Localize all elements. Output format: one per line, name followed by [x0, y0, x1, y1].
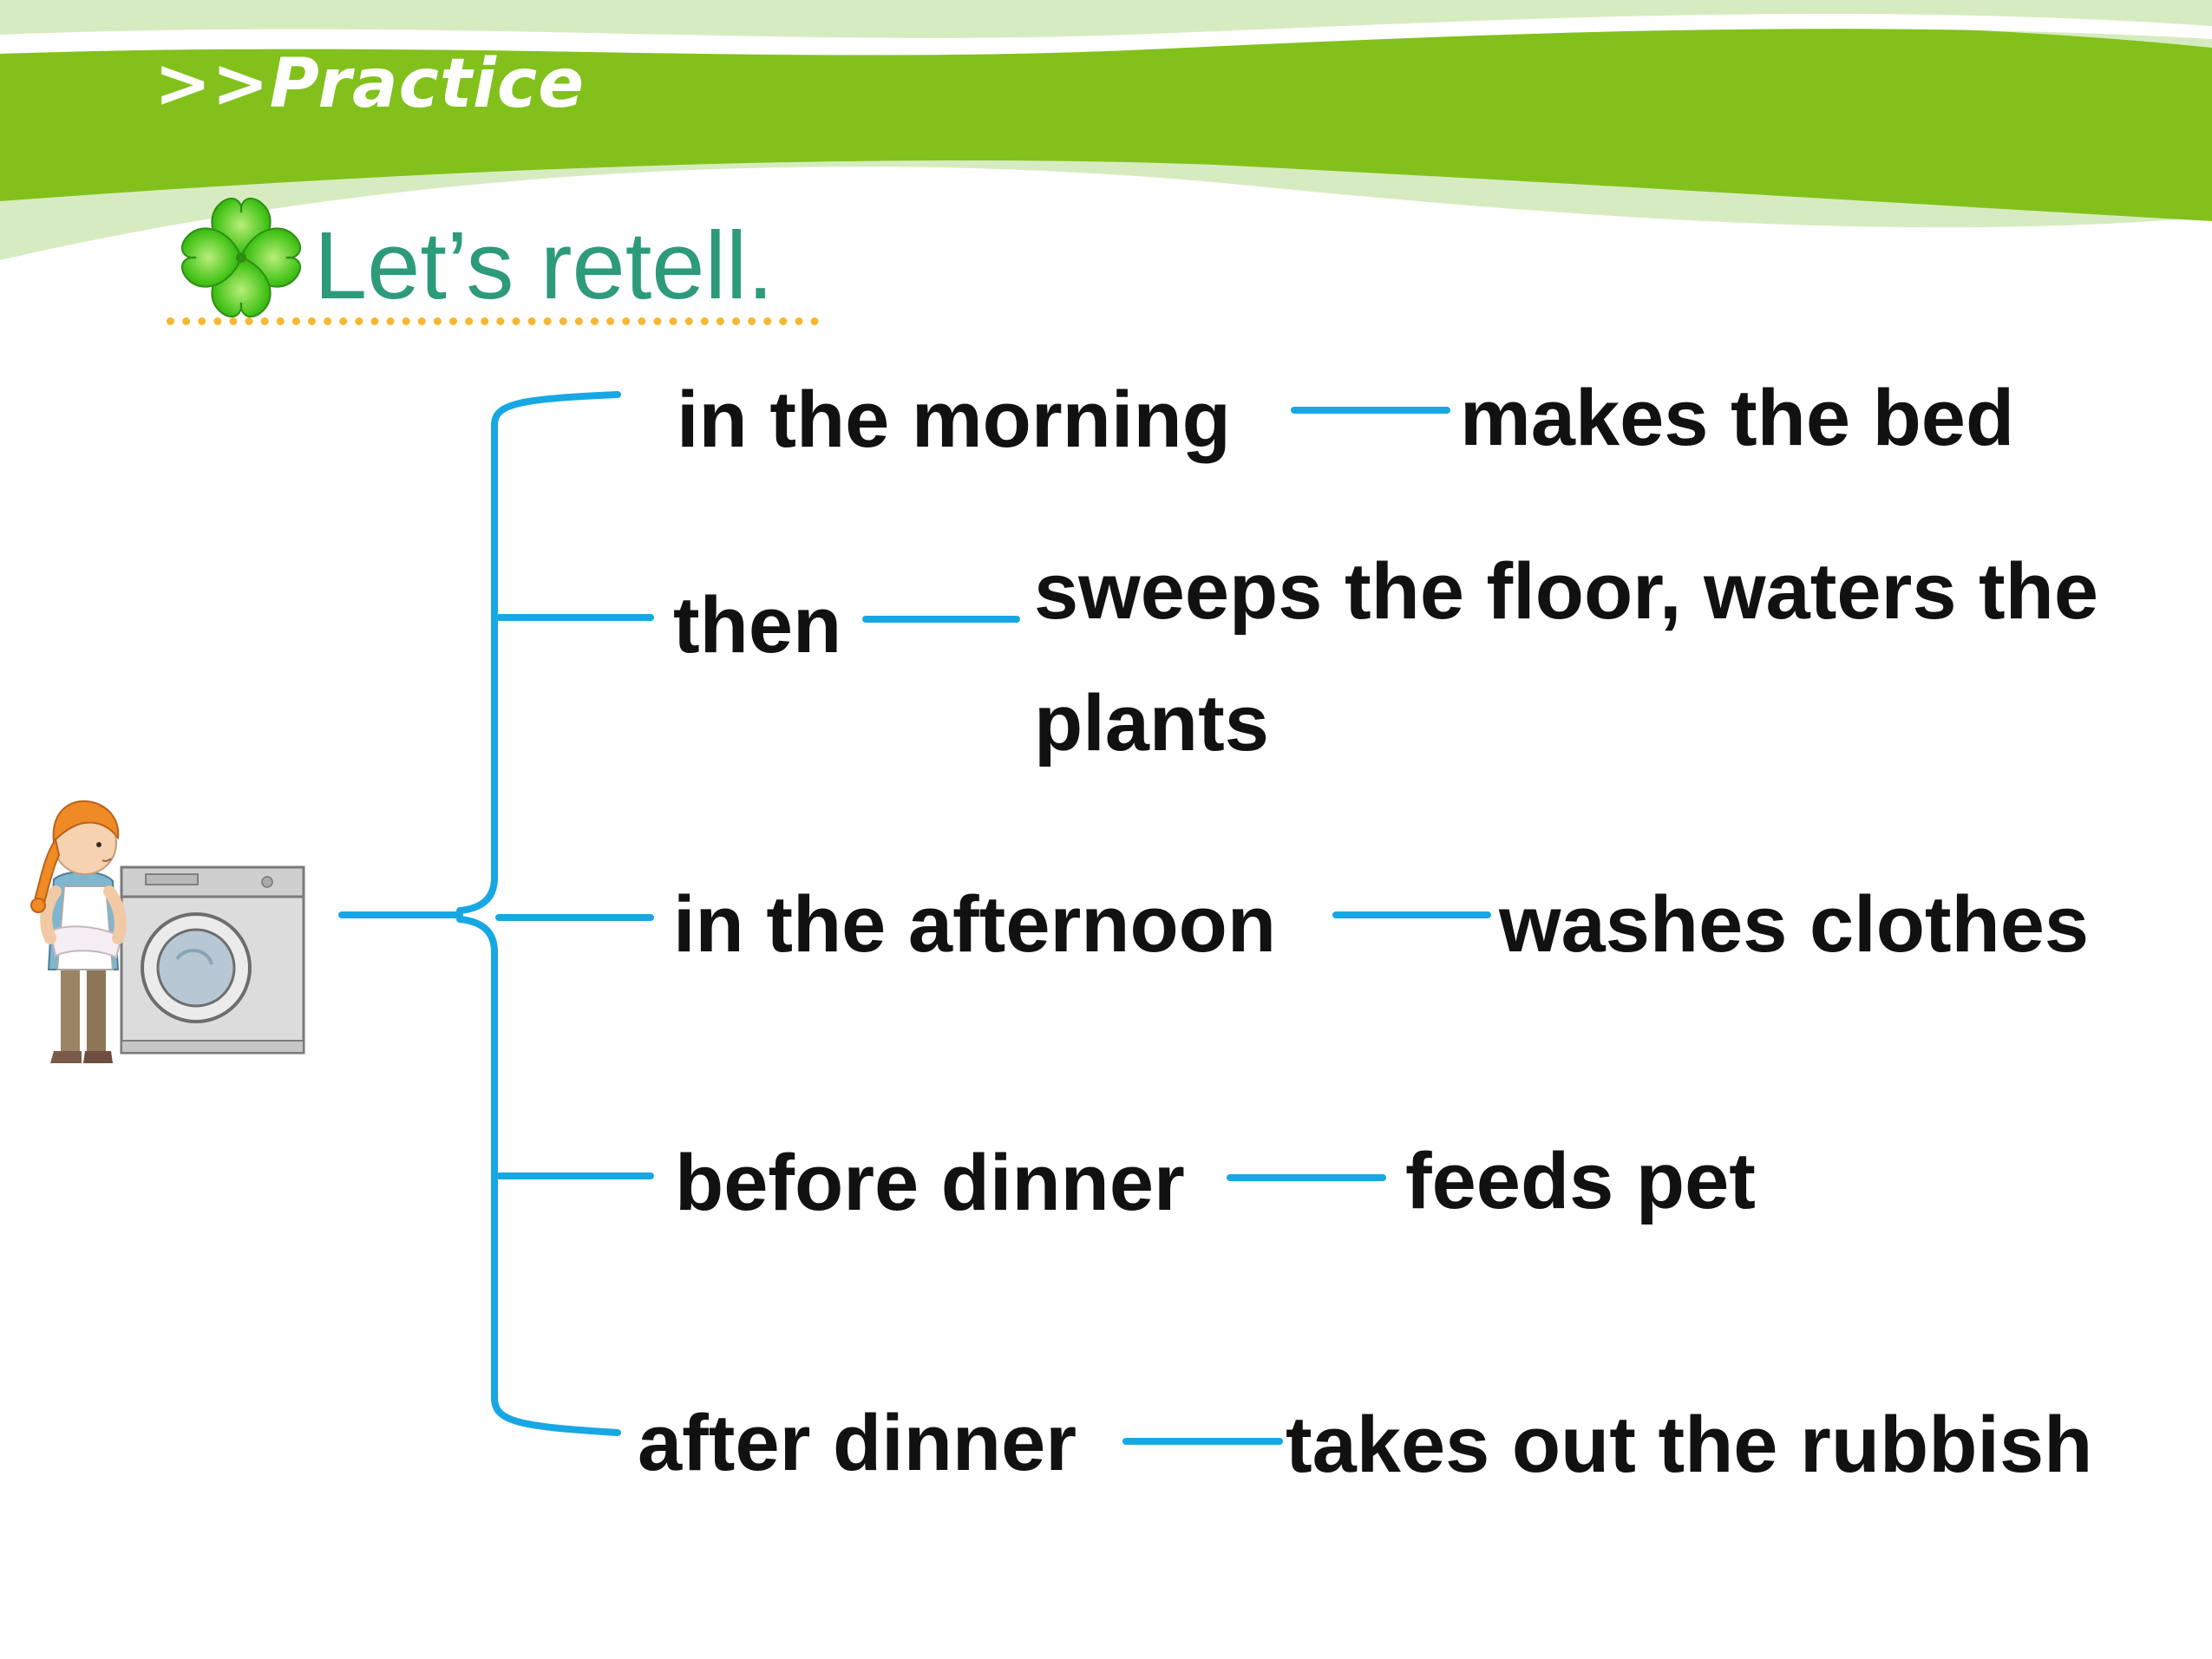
activity-label-feeds-pet: feeds pet: [1405, 1137, 1756, 1225]
brace-upper: [456, 391, 621, 914]
clover-icon: [180, 197, 302, 318]
activity-label-sweeps-line2: plants: [1034, 679, 1269, 767]
time-label-morning: in the morning: [677, 376, 1231, 464]
brace-lower: [456, 916, 621, 1436]
activity-heading: Let’s retell.: [314, 212, 774, 319]
time-label-afternoon: in the afternoon: [673, 880, 1277, 969]
activity-label-takes-out-rubbish: takes out the rubbish: [1286, 1401, 2093, 1489]
activity-label-washes-clothes: washes clothes: [1499, 880, 2090, 969]
activity-label-makes-bed: makes the bed: [1460, 374, 2015, 462]
girl-washing-machine-illustration: [30, 800, 305, 1063]
time-label-after-dinner: after dinner: [638, 1399, 1077, 1487]
header-banner: [0, 0, 2212, 260]
time-label-before-dinner: before dinner: [675, 1139, 1185, 1227]
heading-dotted-rule: [167, 317, 819, 325]
activity-label-sweeps-line1: sweeps the floor, waters the: [1034, 547, 2099, 636]
section-title: >>Practice: [154, 45, 585, 123]
time-label-then: then: [673, 581, 842, 669]
